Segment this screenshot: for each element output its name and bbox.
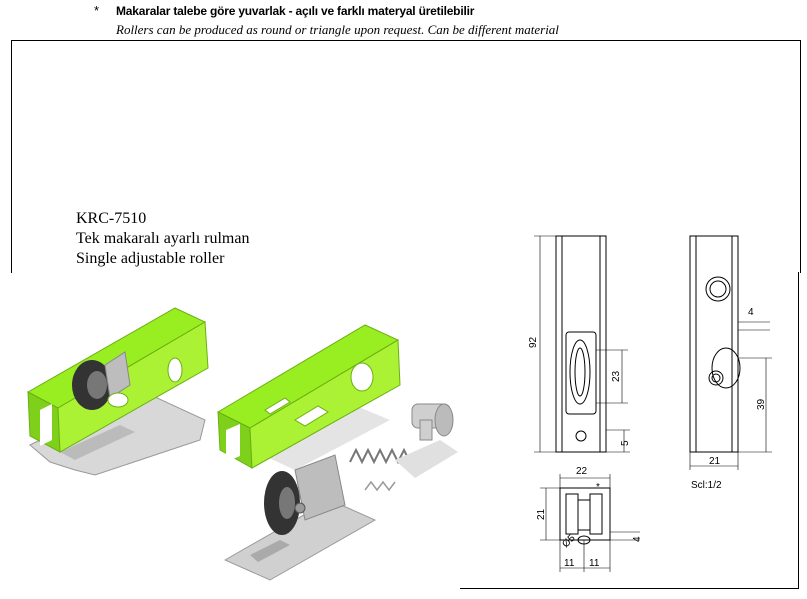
- star-mark: *: [596, 482, 600, 493]
- dim-right-half: 11: [589, 558, 600, 569]
- dim-width-side: 21: [709, 456, 721, 467]
- note-turkish: Makaralar talebe göre yuvarlak - açılı v…: [116, 4, 475, 18]
- drawing-frame-bottom: [460, 588, 799, 589]
- product-name-turkish: Tek makaralı ayarlı rulman: [76, 230, 250, 247]
- adjustment-pin: [411, 403, 454, 441]
- front-view: [534, 235, 630, 453]
- product-code: KRC-7510: [76, 210, 147, 227]
- note-bullet: *: [94, 3, 100, 18]
- dim-height: 92: [528, 336, 539, 348]
- dim-right-offset: 4: [748, 307, 754, 318]
- product-title-block: KRC-7510 Tek makaralı ayarlı rulman Sing…: [76, 209, 249, 269]
- dim-width-plan: 22: [576, 466, 588, 477]
- dim-left-half: 11: [564, 558, 575, 569]
- plan-view: [540, 474, 640, 572]
- side-view: [689, 235, 772, 470]
- dim-roller: 23: [611, 370, 622, 382]
- scale-label: Scl:1/2: [691, 480, 722, 491]
- drawing-frame-right: [798, 272, 799, 589]
- housing-left-side: [57, 321, 209, 453]
- dim-plan-offset: 4: [632, 536, 643, 542]
- dim-hole: Ø5: [560, 533, 578, 551]
- dim-bottom: 5: [620, 440, 631, 446]
- dim-plan-height: 21: [536, 508, 547, 520]
- note-english: Rollers can be produced as round or tria…: [116, 22, 559, 37]
- dim-right-height: 39: [756, 398, 767, 410]
- product-name-english: Single adjustable roller: [76, 250, 225, 267]
